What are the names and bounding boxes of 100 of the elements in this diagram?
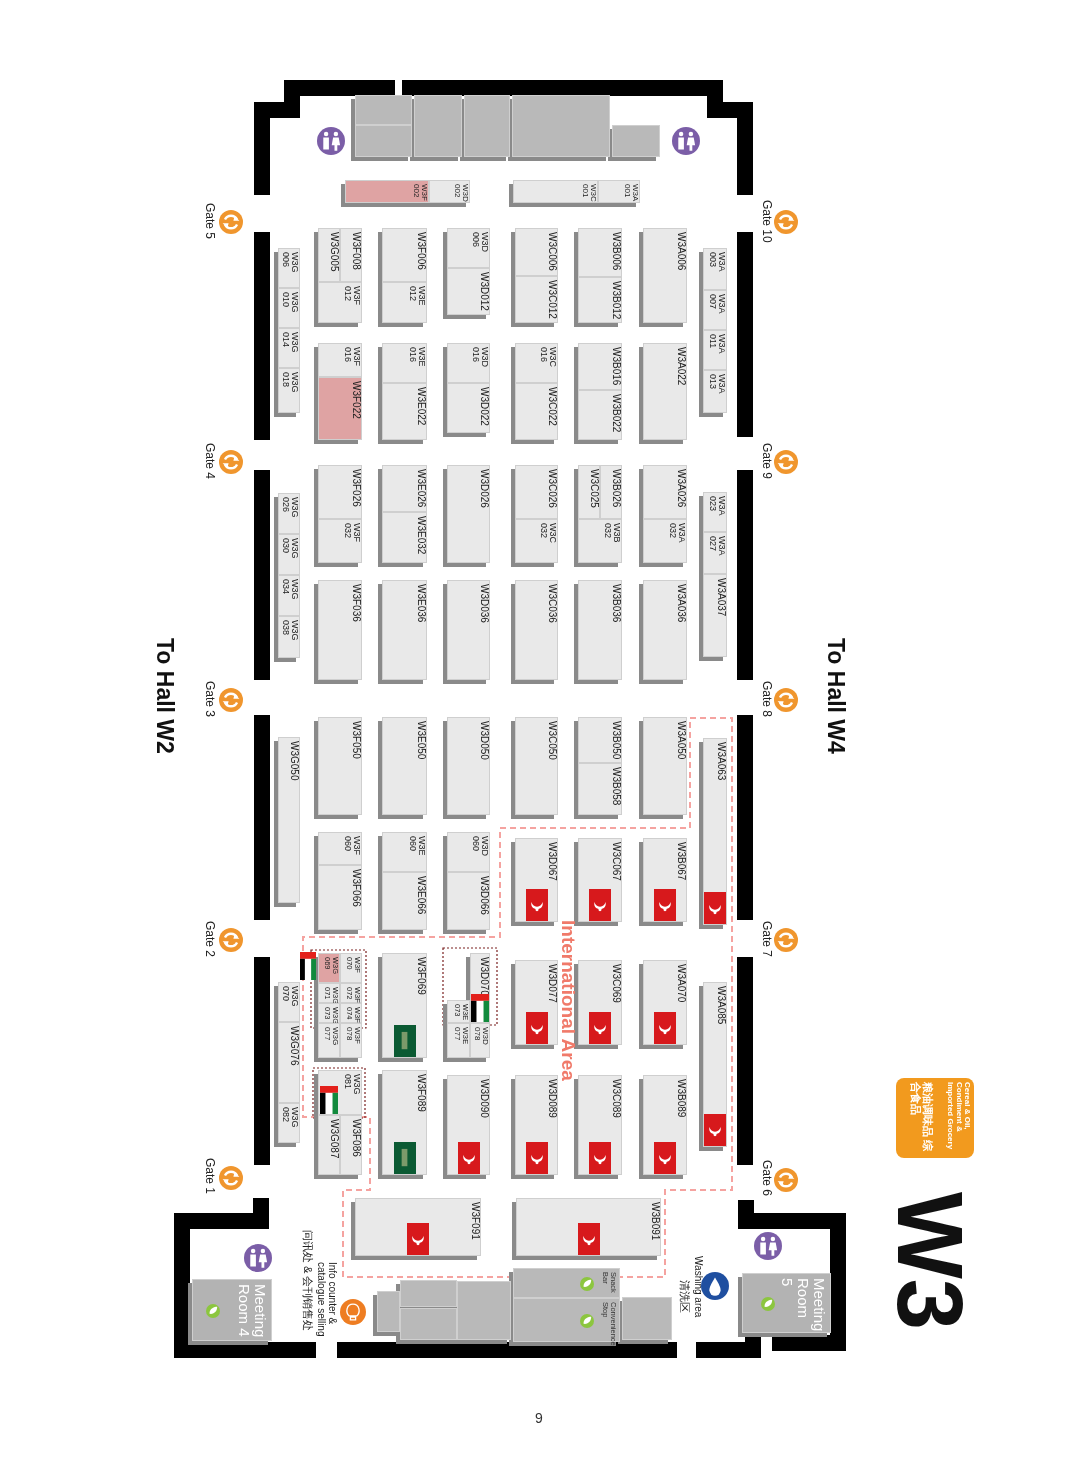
booth-number: W3A 013 xyxy=(708,374,726,394)
booth-number: W3C069 xyxy=(611,964,621,1003)
booth-number: W3A085 xyxy=(716,986,726,1025)
booth-number: W3G 018 xyxy=(281,372,299,392)
gate-label: Gate 1 xyxy=(203,1158,216,1195)
booth-number: W3B016 xyxy=(611,347,621,386)
booth-number: W3B026 xyxy=(611,469,621,508)
booth-number: W3G005 xyxy=(329,232,339,272)
booth-number: W3D066 xyxy=(479,876,489,915)
booth xyxy=(340,1003,362,1023)
gate-label: Gate 2 xyxy=(203,921,216,958)
booth-number: W3D012 xyxy=(479,272,489,311)
gate-label: Gate 5 xyxy=(203,203,216,240)
booth-number: W3F 012 xyxy=(343,286,361,306)
info-counter-label: Info counter & catalogue selling xyxy=(316,1262,337,1339)
booth-number: W3D067 xyxy=(547,842,557,881)
booth-number: W3A022 xyxy=(676,347,686,386)
booth-number: W3F 016 xyxy=(343,347,361,367)
booth xyxy=(340,953,362,983)
booth-number: W3D 078 xyxy=(473,1027,489,1047)
area-title: International Area xyxy=(558,920,578,1081)
booth-number: W3G 010 xyxy=(281,292,299,312)
booth-number: W3B012 xyxy=(611,281,621,320)
category-text: 粮油调味品 综合食品 xyxy=(909,1082,933,1154)
booth-number: W3D026 xyxy=(479,469,489,508)
booth-number: W3F006 xyxy=(416,232,426,270)
booth-number: W3G 030 xyxy=(281,538,299,558)
booth-number: W3D050 xyxy=(479,721,489,760)
booth-number: W3D089 xyxy=(547,1079,557,1118)
washing-area-label: Washing area xyxy=(692,1256,703,1318)
booth-number: W3C012 xyxy=(547,280,557,319)
booth-number: W3G 006 xyxy=(281,252,299,272)
booth-number: W3F069 xyxy=(416,957,426,995)
gate-label: Gate 9 xyxy=(760,443,773,480)
booth-number: W3G 077 xyxy=(323,1027,339,1045)
category-text: Cereal & Oil, Condiment & Imported Grocery xyxy=(945,1082,971,1152)
booth-number: W3F 032 xyxy=(343,523,361,543)
booth-number: W3A050 xyxy=(676,721,686,760)
booth-number: W3A 007 xyxy=(708,294,726,314)
booth-number: W3A063 xyxy=(716,742,726,781)
booth-number: W3A 027 xyxy=(708,536,726,556)
booth-number: W3G 034 xyxy=(281,579,299,599)
direction-text: To Hall W2 xyxy=(152,638,177,754)
booth-number: W3E 060 xyxy=(408,836,426,856)
booth-number: W3A 011 xyxy=(708,334,726,354)
booth-number: W3C 001 xyxy=(581,184,597,204)
booth-number: W3D 060 xyxy=(471,836,489,856)
booth-number: W3B022 xyxy=(611,394,621,433)
booth-number: W3B036 xyxy=(611,584,621,623)
booth-number: W3F 078 xyxy=(345,1027,361,1045)
direction-text: To Hall W4 xyxy=(823,638,848,754)
booth-number: W3C006 xyxy=(547,232,557,271)
booth-number: W3G 014 xyxy=(281,332,299,352)
booth-number: W3B058 xyxy=(611,767,621,806)
booth-number: W3C 032 xyxy=(539,523,557,543)
booth-number: W3A026 xyxy=(676,469,686,508)
booth-number: W3F008 xyxy=(351,232,361,270)
booth-number: W3B089 xyxy=(676,1079,686,1118)
booth-number: W3D 016 xyxy=(471,347,489,367)
booth-number: W3D090 xyxy=(479,1079,489,1118)
booth-number: W3C036 xyxy=(547,584,557,623)
booth-number: W3F086 xyxy=(351,1119,361,1157)
booth-number: W3D 002 xyxy=(453,184,469,204)
booth-number: W3B 032 xyxy=(603,523,621,543)
booth-number: W3E022 xyxy=(416,387,426,426)
booth-number: W3G 082 xyxy=(281,1107,299,1127)
booth-number: W3B050 xyxy=(611,721,621,760)
booth-number: W3A037 xyxy=(716,578,726,617)
booth-number: W3A006 xyxy=(676,232,686,271)
booth-number: W3E 012 xyxy=(408,286,426,306)
booth-number: W3E050 xyxy=(416,721,426,760)
booth-number: W3G087 xyxy=(329,1119,339,1159)
booth-number: W3E026 xyxy=(416,469,426,508)
booth-number: W3C 016 xyxy=(539,347,557,367)
booth-number: W3F 002 xyxy=(412,184,428,203)
booth-number: W3F036 xyxy=(351,584,361,622)
page-number: 9 xyxy=(535,1410,543,1426)
booth-number: W3E036 xyxy=(416,584,426,623)
booth-number: W3C026 xyxy=(547,469,557,508)
room-name: Meeting Room 5 xyxy=(779,1278,827,1330)
booth-number: W3G076 xyxy=(289,1026,299,1066)
booth-number: W3G050 xyxy=(289,741,299,781)
booth-number: W3C025 xyxy=(589,469,599,508)
booth-number: W3G 070 xyxy=(281,986,299,1006)
booth-number: W3D070 xyxy=(479,957,489,996)
booth-number: W3A 032 xyxy=(668,523,686,543)
booth-number: W3E066 xyxy=(416,876,426,915)
booth-number: W3A 023 xyxy=(708,496,726,516)
booth-number: W3F026 xyxy=(351,469,361,507)
gate-label: Gate 8 xyxy=(760,681,773,718)
booth-number: W3F 060 xyxy=(343,836,361,856)
booth-number: W3B091 xyxy=(650,1202,660,1241)
gate-label: Gate 3 xyxy=(203,681,216,718)
gate-label: Gate 10 xyxy=(760,200,773,243)
booth-number: W3F050 xyxy=(351,721,361,759)
booth-number: W3G 026 xyxy=(281,497,299,517)
gate-label: Gate 7 xyxy=(760,921,773,958)
room-name: Meeting Room 4 xyxy=(236,1284,268,1338)
gate-label: Gate 6 xyxy=(760,1160,773,1197)
booth-number: W3A 001 xyxy=(623,184,639,203)
